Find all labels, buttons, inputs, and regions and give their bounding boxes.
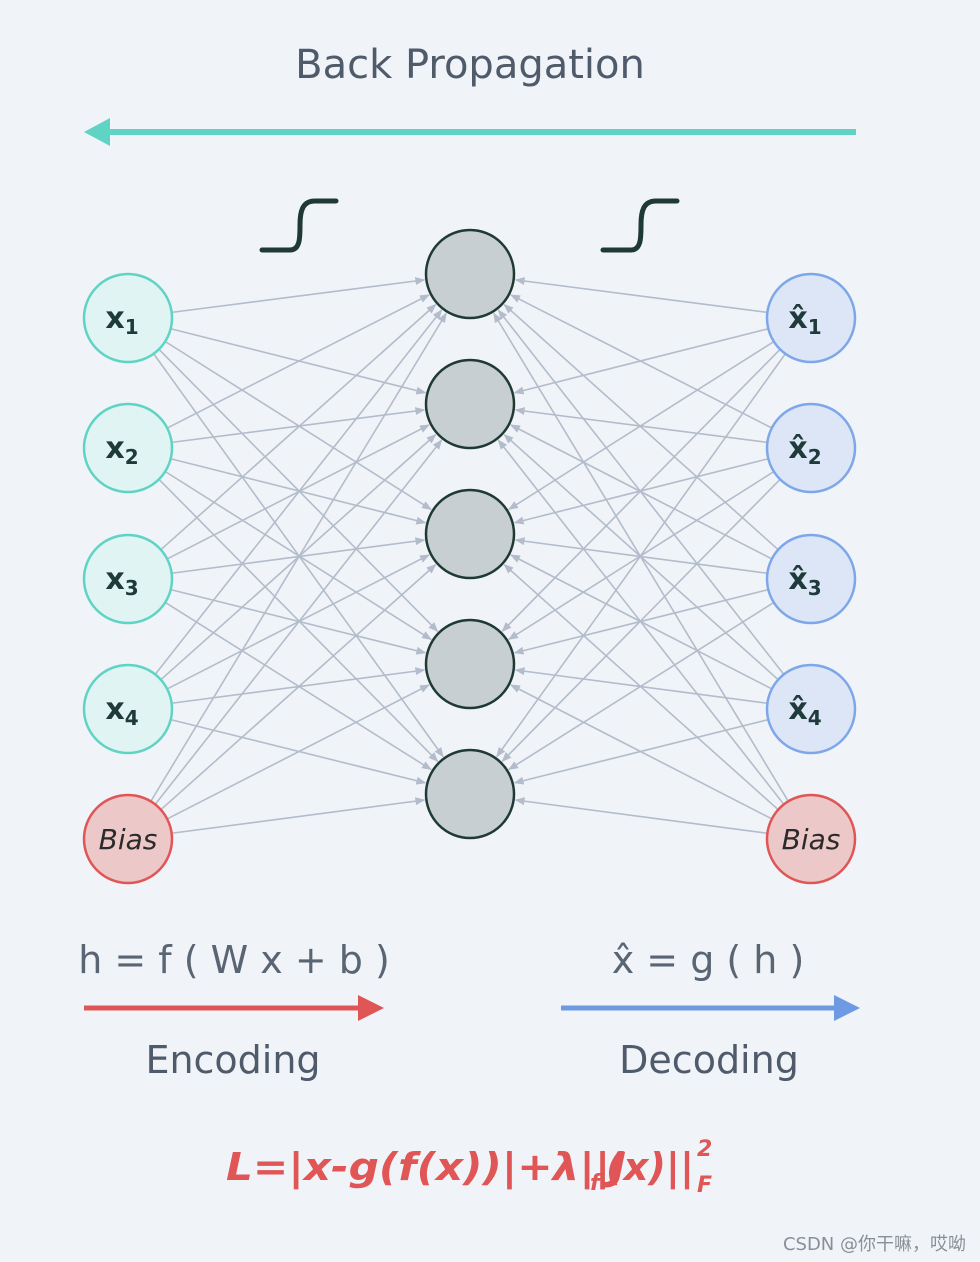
encoder-edge (158, 478, 439, 762)
decoding-formula: x̂ = g ( h ) (612, 938, 805, 982)
loss-formula-sub-f: f (590, 1171, 602, 1196)
svg-text:x̂1: x̂1 (788, 301, 821, 339)
decoder-edge (514, 277, 768, 314)
output-node-sub: 1 (808, 315, 822, 339)
input-node-base: x (105, 431, 124, 466)
decoder-edge (497, 439, 785, 805)
input-node-sub: 2 (125, 445, 139, 469)
input-node-base: x (105, 562, 124, 597)
decoder-edge (501, 478, 781, 762)
encoding-formula: h = f ( W x + b ) (78, 938, 390, 982)
input-layer: x1 x2 x3 x4 Bias (82, 272, 174, 885)
hidden-node (424, 748, 516, 840)
decoder-edge (513, 457, 769, 525)
decoder-edge (508, 470, 775, 641)
loss-formula-rest: (x)|| (606, 1145, 694, 1190)
output-bias-node: Bias (765, 793, 857, 885)
svg-text:x3: x3 (105, 562, 138, 600)
backprop-arrow (84, 118, 856, 146)
input-node: x1 (82, 272, 174, 364)
watermark: CSDN @你干嘛，哎呦 (783, 1234, 966, 1255)
decoder-edge (514, 797, 768, 835)
hidden-layer (424, 228, 516, 840)
decoder-edge (510, 294, 773, 429)
hidden-node (424, 358, 516, 450)
output-node-base: x̂ (788, 431, 807, 466)
output-node-base: x̂ (788, 562, 807, 597)
input-node: x3 (82, 533, 174, 625)
encoder-edge (171, 797, 426, 835)
svg-text:x1: x1 (105, 301, 138, 339)
encoder-edge (160, 563, 437, 811)
encoding-arrow (84, 995, 384, 1021)
hidden-node (424, 228, 516, 320)
encoder-edge (160, 303, 437, 551)
decoding-label: Decoding (619, 1038, 799, 1082)
input-node: x4 (82, 663, 174, 755)
input-node-base: x (105, 692, 124, 727)
output-node-base: x̂ (788, 301, 807, 336)
decoder-edge (503, 304, 779, 551)
encoder-edge (154, 309, 443, 675)
svg-text:x̂3: x̂3 (788, 562, 821, 600)
encoder-edge (164, 470, 432, 641)
output-node-sub: 3 (808, 576, 822, 600)
decoder-edge (497, 309, 785, 675)
encoder-edge (170, 457, 427, 525)
svg-text:x4: x4 (105, 692, 138, 730)
output-node: x̂2 (765, 402, 857, 494)
encoder-edge (166, 294, 430, 429)
svg-text:x2: x2 (105, 431, 138, 469)
decoding-arrow (561, 995, 860, 1021)
input-node-sub: 4 (125, 706, 139, 730)
input-node: x2 (82, 402, 174, 494)
diagram-title: Back Propagation (295, 42, 645, 88)
output-bias-label: Bias (782, 823, 841, 856)
output-node: x̂1 (765, 272, 857, 364)
output-node-sub: 4 (808, 706, 822, 730)
svg-text:x̂4: x̂4 (788, 692, 821, 730)
encoder-edge (171, 407, 426, 444)
connection-edges (150, 277, 789, 835)
input-bias-label: Bias (99, 823, 158, 856)
loss-formula-subscript: F (697, 1173, 712, 1198)
output-layer: x̂1 x̂2 x̂3 x̂4 Bias (765, 272, 857, 885)
output-node: x̂4 (765, 663, 857, 755)
output-node: x̂3 (765, 533, 857, 625)
encoder-edge (150, 312, 447, 802)
output-node-base: x̂ (788, 692, 807, 727)
encoder-edge (171, 277, 426, 314)
encoding-label: Encoding (145, 1038, 320, 1082)
activation-step-icon-right (600, 198, 680, 253)
input-node-base: x (105, 301, 124, 336)
decoder-edge (510, 684, 773, 820)
loss-formula: L=|x-g(f(x))|+λ||J f (x)|| 2 F (226, 1137, 712, 1198)
hidden-node (424, 618, 516, 710)
activation-step-icon-left (259, 198, 339, 253)
decoder-edge (514, 407, 768, 444)
decoder-edge (493, 312, 789, 802)
output-node-sub: 2 (808, 445, 822, 469)
input-node-sub: 1 (125, 315, 139, 339)
hidden-node (424, 488, 516, 580)
encoder-edge (166, 684, 430, 820)
loss-formula-main: L=|x-g(f(x))|+λ||J (226, 1145, 626, 1190)
input-bias-node: Bias (82, 793, 174, 885)
decoder-edge (503, 564, 779, 811)
input-node-sub: 3 (125, 576, 139, 600)
svg-text:x̂2: x̂2 (788, 431, 821, 469)
encoder-edge (154, 439, 443, 805)
loss-formula-superscript: 2 (697, 1137, 712, 1162)
